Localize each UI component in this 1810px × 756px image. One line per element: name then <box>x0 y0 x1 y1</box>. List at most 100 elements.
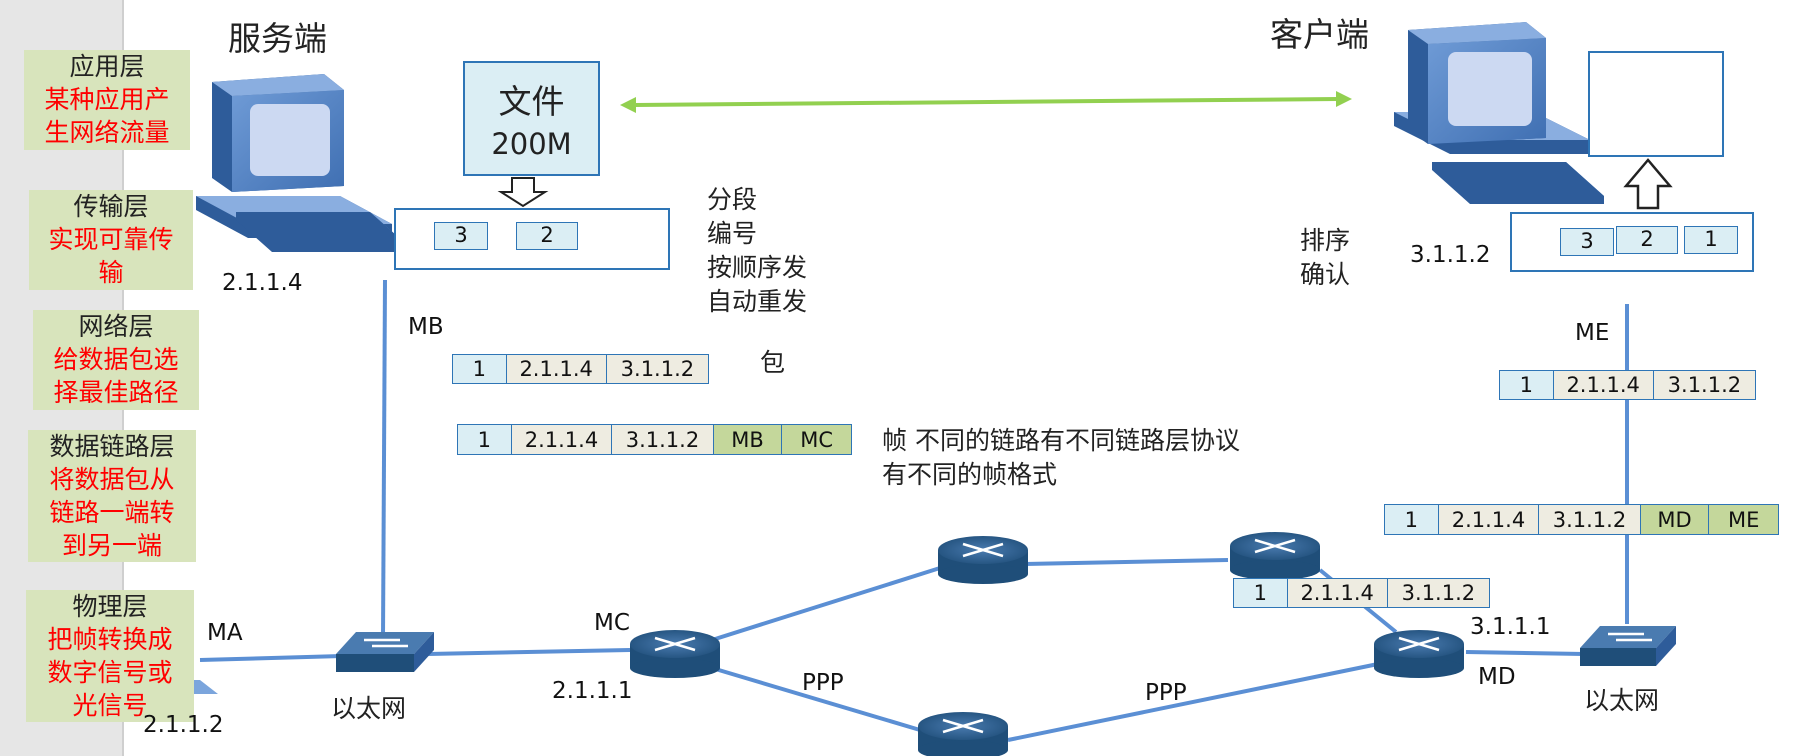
gateway-left-ip-label: 2.1.1.1 <box>552 678 633 704</box>
server-title: 服务端 <box>228 19 327 58</box>
layer-desc-line: 生网络流量 <box>44 118 170 147</box>
transport-note: 编号 <box>707 219 758 248</box>
layer-desc-line: 到另一端 <box>61 531 162 560</box>
server-computer-icon <box>196 74 406 252</box>
network-links <box>199 279 1629 742</box>
link-mc-router-bottom <box>711 666 921 732</box>
segment: 3 <box>434 222 488 250</box>
host-ip-label: 2.1.1.2 <box>143 712 224 738</box>
frame-src-ip: 2.1.1.4 <box>511 425 613 454</box>
packet-router: 1 2.1.1.4 3.1.1.2 <box>1233 578 1490 608</box>
frame-src-ip: 2.1.1.4 <box>1438 505 1540 534</box>
packet-me: 1 2.1.1.4 3.1.1.2 <box>1499 370 1756 400</box>
ethernet-left-label: 以太网 <box>331 694 407 723</box>
segment: 2 <box>1616 226 1678 254</box>
down-arrow-icon <box>497 177 549 208</box>
layer-desc-line: 择最佳路径 <box>53 378 179 407</box>
client-computer-icon <box>1394 22 1604 204</box>
link-bottom-router-md <box>1007 662 1379 742</box>
frame-mb: 1 2.1.1.4 3.1.1.2 MB MC <box>457 424 852 455</box>
packet-label: 包 <box>760 348 786 377</box>
switch-left-icon <box>336 632 434 672</box>
packet-src-ip: 2.1.1.4 <box>1553 371 1654 399</box>
link-server-switch <box>381 279 387 639</box>
layer-desc-line: 某种应用产 <box>44 85 170 114</box>
server-segment-box: 3 2 <box>394 208 670 270</box>
layer-name: 物理层 <box>72 592 148 621</box>
frame-me: 1 2.1.1.4 3.1.1.2 MD ME <box>1384 504 1779 535</box>
server-ip-label: 2.1.1.4 <box>222 270 303 296</box>
link-switch-router-mc <box>427 648 631 656</box>
packet-dst-ip: 3.1.1.2 <box>1653 371 1755 399</box>
layer-data-link: 数据链路层 将数据包从 链路一端转 到另一端 <box>28 430 196 562</box>
mac-me-label: ME <box>1575 320 1610 346</box>
packet-dst-ip: 3.1.1.2 <box>606 355 708 383</box>
frame-dst-mac: ME <box>1709 505 1778 534</box>
frame-dst-ip: 3.1.1.2 <box>1539 505 1641 534</box>
transport-note: 按顺序发 <box>707 253 808 282</box>
frame-src-mac: MB <box>713 425 783 454</box>
layer-desc-line: 将数据包从 <box>49 465 175 494</box>
ppp-top-label: PPP <box>802 670 844 696</box>
router-bottom-icon <box>918 712 1008 756</box>
layer-application: 应用层 某种应用产 生网络流量 <box>24 50 190 150</box>
up-arrow-icon <box>1623 158 1673 210</box>
layer-desc-line: 给数据包选 <box>53 345 179 374</box>
ethernet-right-label: 以太网 <box>1584 686 1660 715</box>
transport-note: 自动重发 <box>707 287 808 316</box>
file-box: 文件 200M <box>463 61 600 176</box>
layer-desc-line: 链路一端转 <box>49 498 175 527</box>
client-output-box <box>1588 51 1724 157</box>
packet-seq: 1 <box>1500 371 1554 399</box>
router-top-right-icon <box>1230 532 1320 580</box>
mac-mc-label: MC <box>594 610 630 636</box>
router-top-left-icon <box>938 536 1028 584</box>
client-title: 客户端 <box>1270 15 1369 54</box>
packet-seq: 1 <box>1234 579 1288 607</box>
layer-physical: 物理层 把帧转换成 数字信号或 光信号 <box>26 590 194 722</box>
link-mc-router-top <box>711 566 941 642</box>
file-name: 文件 <box>498 82 565 121</box>
frame-note: 帧 不同的链路有不同链路层协议 <box>882 426 1240 455</box>
segment: 2 <box>516 222 578 250</box>
file-transfer-arrow <box>620 91 1352 113</box>
file-size: 200M <box>491 127 572 161</box>
layer-name: 应用层 <box>69 52 145 81</box>
layer-desc-line: 把帧转换成 <box>47 625 173 654</box>
layer-desc-line: 实现可靠传 <box>48 225 174 254</box>
frame-seq: 1 <box>458 425 512 454</box>
client-ip-label: 3.1.1.2 <box>1410 242 1491 268</box>
router-md-icon <box>1374 630 1464 678</box>
layer-desc-line: 数字信号或 <box>47 658 173 687</box>
packet-src-ip: 2.1.1.4 <box>506 355 607 383</box>
client-note: 排序 <box>1300 226 1351 255</box>
layer-network: 网络层 给数据包选 择最佳路径 <box>33 310 199 410</box>
transport-note: 分段 <box>707 185 758 214</box>
frame-note: 有不同的帧格式 <box>882 460 1058 489</box>
frame-dst-ip: 3.1.1.2 <box>612 425 714 454</box>
mac-mb-label: MB <box>408 314 444 340</box>
packet-mb: 1 2.1.1.4 3.1.1.2 <box>452 354 709 384</box>
router-mc-icon <box>630 630 720 678</box>
packet-src-ip: 2.1.1.4 <box>1287 579 1388 607</box>
client-segment-box: 3 2 1 <box>1510 212 1754 272</box>
segment: 3 <box>1560 228 1614 256</box>
packet-dst-ip: 3.1.1.2 <box>1387 579 1489 607</box>
link-md-switch <box>1465 650 1585 656</box>
segment: 1 <box>1684 226 1738 254</box>
frame-seq: 1 <box>1385 505 1439 534</box>
gateway-right-ip-label: 3.1.1.1 <box>1470 614 1551 640</box>
mac-md-label: MD <box>1478 664 1516 690</box>
layer-name: 数据链路层 <box>49 432 175 461</box>
layer-name: 传输层 <box>73 192 149 221</box>
frame-src-mac: MD <box>1640 505 1710 534</box>
frame-dst-mac: MC <box>782 425 851 454</box>
switch-right-icon <box>1580 626 1676 666</box>
layer-transport: 传输层 实现可靠传 输 <box>29 190 193 290</box>
ppp-bottom-label: PPP <box>1145 680 1187 706</box>
mac-ma-label: MA <box>207 620 243 646</box>
layer-name: 网络层 <box>78 312 154 341</box>
link-top-routers <box>1024 558 1229 566</box>
layer-desc-line: 光信号 <box>72 691 148 720</box>
